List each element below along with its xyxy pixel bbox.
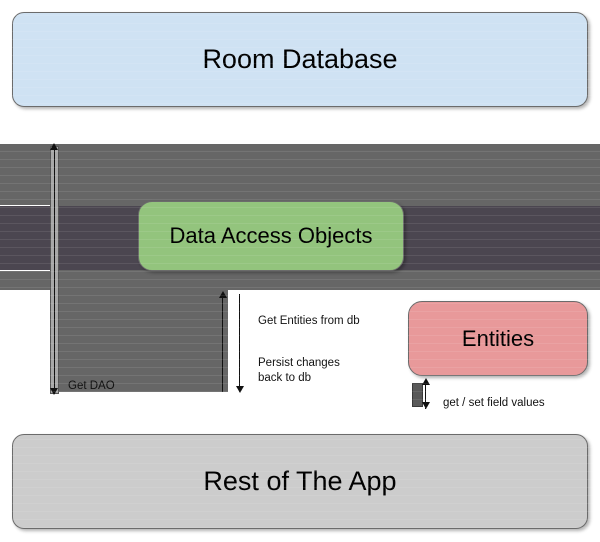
- arrow-field-values-head-down: [421, 402, 430, 409]
- arrow-get-dao-head-down: [50, 388, 58, 395]
- edge-label-get-entities: Get Entities from db: [258, 315, 360, 327]
- arrow-field-values-head-up: [421, 378, 430, 385]
- node-data-access-objects-label: Data Access Objects: [169, 223, 373, 248]
- edge-label-field-values: get / set field values: [443, 397, 545, 409]
- node-entities-label: Entities: [461, 325, 535, 351]
- arrow-get-entities-line: [222, 294, 223, 392]
- node-data-access-objects[interactable]: Data Access Objects: [138, 201, 404, 271]
- node-entities[interactable]: Entities: [408, 301, 588, 376]
- arrow-persist-changes-head-down: [235, 386, 244, 393]
- arrow-get-dao-line: [53, 146, 55, 394]
- node-rest-of-the-app[interactable]: Rest of The App: [12, 434, 588, 529]
- node-rest-of-the-app-label: Rest of The App: [203, 466, 397, 496]
- arrow-persist-changes-line: [239, 294, 240, 392]
- activation-block-lower: [58, 290, 228, 392]
- edge-label-get-dao: Get DAO: [68, 380, 115, 392]
- arrow-get-dao-head-up: [50, 143, 58, 150]
- lifeline-bar-entities: [412, 383, 423, 407]
- node-room-database-label: Room Database: [202, 44, 398, 74]
- edge-label-persist-changes: Persist changes back to db: [258, 357, 340, 384]
- lifeline-bar-room-database: [50, 146, 59, 394]
- node-room-database[interactable]: Room Database: [12, 12, 588, 107]
- activation-band-upper: [0, 144, 600, 205]
- arrow-field-values-line: [425, 381, 426, 409]
- activation-band-lower: [0, 271, 600, 290]
- arrow-get-entities-head-up: [218, 291, 227, 298]
